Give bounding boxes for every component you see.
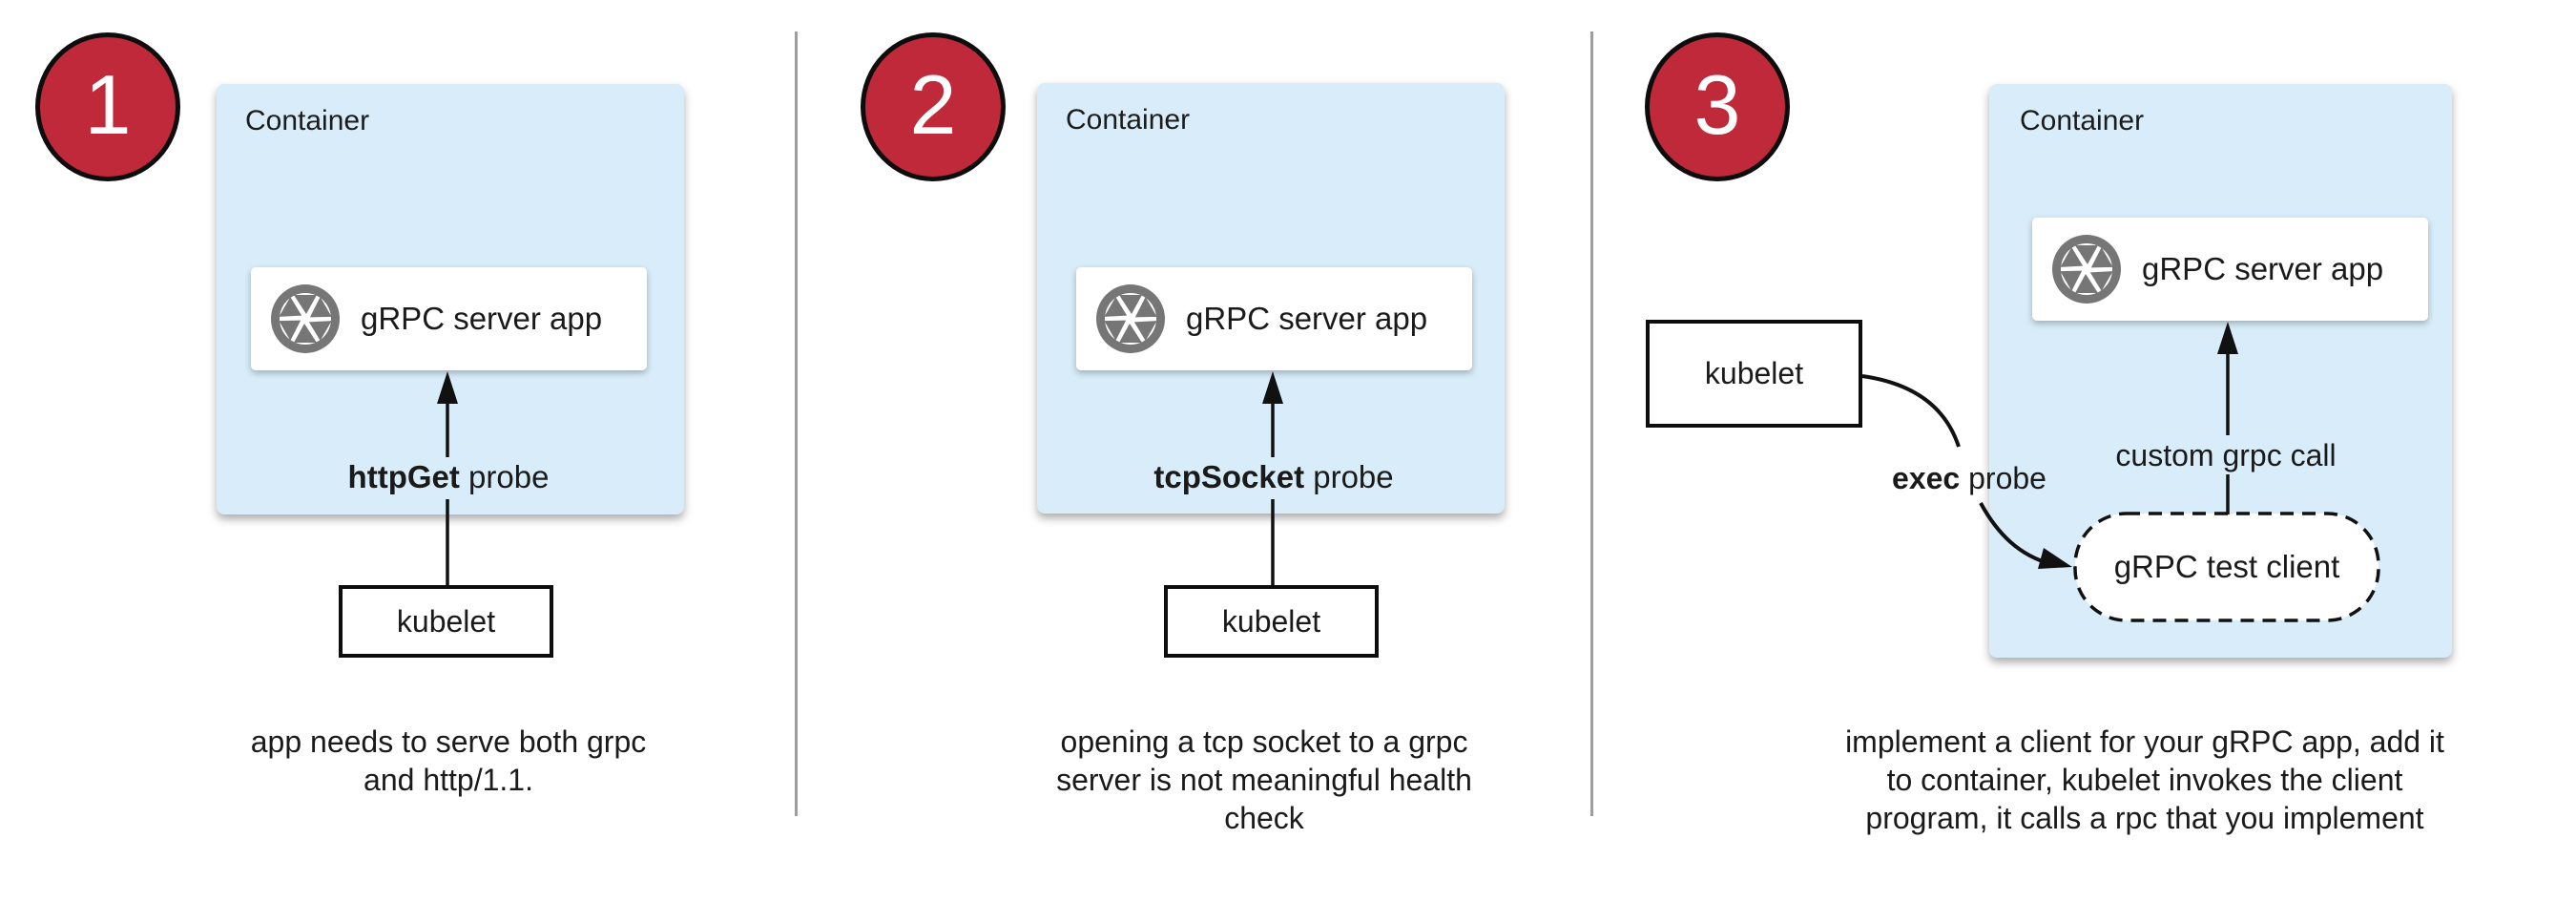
caption-line: check [1224, 801, 1304, 835]
caption-1: app needs to serve both grpc and http/1.… [251, 723, 647, 799]
kubelet-label: kubelet [396, 603, 496, 639]
aperture-icon [271, 284, 340, 353]
kubelet-box-2: kubelet [1164, 585, 1379, 658]
step-badge-3: 3 [1645, 32, 1790, 181]
panel-divider-2 [1590, 31, 1593, 816]
caption-line: app needs to serve both grpc [250, 724, 647, 759]
probe-label-1: httpGet probe [348, 457, 550, 497]
caption-line: opening a tcp socket to a grpc [1060, 724, 1468, 759]
caption-line: implement a client for your gRPC app, ad… [1845, 724, 2444, 759]
probe-kind: httpGet [347, 459, 460, 494]
aperture-icon [2052, 235, 2121, 304]
probe-word: probe [459, 459, 550, 494]
grpc-server-app-box-1: gRPC server app [251, 267, 647, 370]
container-label-3: Container [2020, 105, 2145, 136]
caption-2: opening a tcp socket to a grpc server is… [1056, 723, 1472, 837]
caption-3: implement a client for your gRPC app, ad… [1845, 723, 2444, 837]
aperture-icon [1096, 284, 1165, 353]
probe-kind: tcpSocket [1153, 459, 1305, 494]
probe-word: probe [1960, 461, 2046, 495]
panel-divider-1 [795, 31, 798, 816]
kubelet-box-1: kubelet [339, 585, 553, 658]
probe-kind: exec [1892, 461, 1961, 495]
kubelet-box-3: kubelet [1646, 320, 1862, 428]
caption-line: and http/1.1. [364, 763, 533, 797]
kubelet-label: kubelet [1704, 356, 1804, 390]
grpc-server-app-label: gRPC server app [1186, 301, 1428, 336]
grpc-test-client-label: gRPC test client [2113, 549, 2340, 584]
step-number: 2 [909, 57, 957, 152]
caption-line: to container, kubelet invokes the client [1886, 763, 2403, 797]
step-badge-1: 1 [35, 32, 180, 181]
kubelet-label: kubelet [1221, 603, 1321, 639]
probe-label-2: tcpSocket probe [1153, 457, 1393, 497]
grpc-server-app-label: gRPC server app [2142, 251, 2384, 286]
step-number: 1 [84, 57, 132, 152]
caption-line: server is not meaningful health [1056, 763, 1472, 797]
step-badge-2: 2 [861, 32, 1006, 181]
probe-word: probe [1304, 459, 1394, 494]
custom-grpc-call-label: custom grpc call [2115, 438, 2337, 472]
container-label-1: Container [245, 105, 370, 136]
step-number: 3 [1693, 57, 1741, 152]
grpc-server-app-box-2: gRPC server app [1076, 267, 1472, 370]
probe-label-3: exec probe [1892, 458, 2046, 498]
container-label-2: Container [1066, 104, 1191, 136]
grpc-server-app-box-3: gRPC server app [2032, 218, 2428, 321]
grpc-server-app-label: gRPC server app [361, 301, 603, 336]
caption-line: program, it calls a rpc that you impleme… [1865, 801, 2424, 835]
